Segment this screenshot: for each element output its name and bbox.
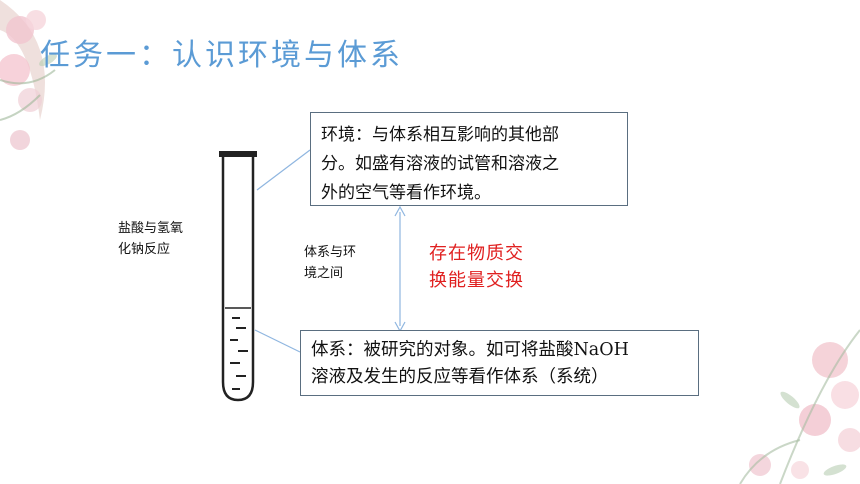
system-line-1: 体系：被研究的对象。如可将盐酸NaOH xyxy=(311,340,629,360)
page-title: 任务一：认识环境与体系 xyxy=(40,38,403,73)
exchange-note-line-1: 存在物质交 xyxy=(429,243,524,264)
environment-definition-box: 环境：与体系相互影响的其他部 分。如盛有溶液的试管和溶液之 外的空气等看作环境。 xyxy=(310,112,628,206)
between-label: 体系与环 境之间 xyxy=(304,242,374,284)
flower-decoration-top-left xyxy=(0,0,57,150)
between-label-line-2: 境之间 xyxy=(304,266,344,281)
exchange-note: 存在物质交 换能量交换 xyxy=(429,240,549,294)
system-line-2: 溶液及发生的反应等看作体系（系统） xyxy=(311,367,609,387)
flower-decoration-bottom-right xyxy=(739,329,860,484)
connector-lines xyxy=(254,149,406,353)
reaction-label: 盐酸与氢氧 化钠反应 xyxy=(118,218,188,260)
environment-line-2: 分。如盛有溶液的试管和溶液之 xyxy=(321,154,559,174)
environment-line-1: 环境：与体系相互影响的其他部 xyxy=(321,125,559,145)
between-label-line-1: 体系与环 xyxy=(304,245,357,260)
test-tube-icon xyxy=(219,151,257,402)
reaction-label-line-1: 盐酸与氢氧 xyxy=(118,221,184,236)
system-definition-box: 体系：被研究的对象。如可将盐酸NaOH 溶液及发生的反应等看作体系（系统） xyxy=(300,330,699,396)
reaction-label-line-2: 化钠反应 xyxy=(118,242,171,257)
environment-line-3: 外的空气等看作环境。 xyxy=(321,183,491,203)
exchange-note-line-2: 换能量交换 xyxy=(429,270,524,291)
